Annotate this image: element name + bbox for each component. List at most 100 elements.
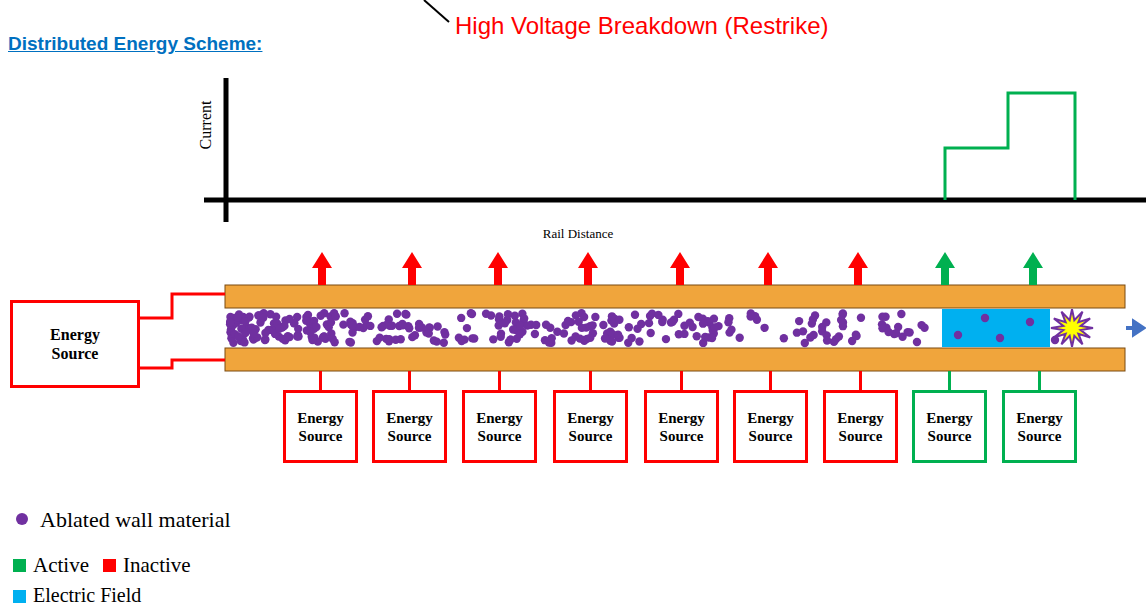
field-arrow <box>670 252 690 285</box>
material-dot <box>495 312 503 320</box>
material-dot <box>662 335 670 343</box>
material-dot <box>294 332 302 340</box>
material-dot <box>375 333 383 341</box>
material-dot <box>259 314 267 322</box>
material-dot <box>795 317 803 325</box>
material-dot <box>954 331 962 339</box>
material-dot <box>339 320 347 328</box>
material-dot <box>837 316 845 324</box>
field-arrow <box>848 252 868 285</box>
material-dot <box>580 313 588 321</box>
material-dot <box>599 321 607 329</box>
material-dot <box>897 310 905 318</box>
material-dot <box>402 310 410 318</box>
field-arrow <box>312 252 332 285</box>
material-dot <box>377 323 385 331</box>
material-dot <box>531 330 539 338</box>
legend-swatch <box>13 559 26 572</box>
material-dot <box>303 326 311 334</box>
energy-source-box: Energy Source <box>10 300 140 388</box>
box-label: Energy Source <box>469 409 531 445</box>
material-dot <box>233 313 241 321</box>
material-dot <box>708 334 716 342</box>
legend-text: Electric Field <box>33 584 141 606</box>
current-trace <box>945 93 1075 200</box>
material-dot <box>366 322 374 330</box>
field-arrow <box>578 252 598 285</box>
source-wire <box>948 371 951 390</box>
field-arrow <box>758 252 778 285</box>
material-dot <box>809 331 817 339</box>
material-dot <box>332 312 340 320</box>
source-wire <box>319 371 322 390</box>
electric-field <box>942 309 1050 347</box>
material-dot <box>308 336 316 344</box>
material-dot <box>440 339 448 347</box>
material-dot <box>523 321 531 329</box>
bottom-rail <box>225 348 1125 371</box>
field-arrow <box>1023 252 1043 285</box>
source-wire <box>589 371 592 390</box>
material-dot <box>506 335 514 343</box>
material-dot <box>808 319 816 327</box>
material-dot <box>635 337 643 345</box>
energy-source-box: Energy Source <box>462 390 537 463</box>
material-dot <box>302 317 310 325</box>
distance-axis <box>204 198 1146 203</box>
box-label: Energy Source <box>290 409 352 445</box>
material-dot <box>572 311 580 319</box>
material-dot <box>903 328 911 336</box>
material-dot <box>727 326 735 334</box>
material-dot <box>693 332 701 340</box>
legend-swatch <box>16 513 28 525</box>
restrike-label: High Voltage Breakdown (Restrike) <box>455 12 829 40</box>
material-dot <box>532 321 540 329</box>
material-dot <box>463 324 471 332</box>
material-dot <box>320 332 328 340</box>
box-label: Energy Source <box>651 409 713 445</box>
source-wire <box>408 371 411 390</box>
material-dot <box>680 330 688 338</box>
material-dot <box>457 337 465 345</box>
material-dot <box>279 335 287 343</box>
material-dot <box>364 312 372 320</box>
material-dot <box>625 323 633 331</box>
material-dot <box>646 329 654 337</box>
axis-label: Current <box>197 101 215 150</box>
energy-source-box: Energy Source <box>372 390 447 463</box>
breakdown-spark <box>1051 309 1093 347</box>
material-dot <box>571 332 579 340</box>
material-dot <box>497 332 505 340</box>
material-dot <box>724 318 732 326</box>
material-dot <box>823 336 831 344</box>
material-dot <box>668 318 676 326</box>
material-dot <box>411 331 419 339</box>
material-dot <box>261 329 269 337</box>
box-label: Energy Source <box>1009 409 1071 445</box>
ablated-material <box>226 309 1059 347</box>
material-dot <box>564 317 572 325</box>
diagram-title: Distributed Energy Scheme: <box>8 33 262 55</box>
energy-source-box: Energy Source <box>733 390 808 463</box>
material-dot <box>913 338 921 346</box>
material-dot <box>822 318 830 326</box>
illustration <box>140 0 1146 390</box>
source-wire <box>1038 371 1041 390</box>
material-dot <box>884 328 892 336</box>
material-dot <box>482 310 490 318</box>
material-dot <box>467 309 475 317</box>
material-dot <box>433 322 441 330</box>
field-arrow <box>488 252 508 285</box>
legend-text: Active <box>33 553 89 578</box>
material-dot <box>340 309 348 317</box>
legend-text: Ablated wall material <box>40 507 231 533</box>
energy-source-box: Energy Source <box>823 390 898 463</box>
material-dot <box>393 309 401 317</box>
material-dot <box>615 316 623 324</box>
material-dot <box>548 334 556 342</box>
material-dot <box>241 317 249 325</box>
material-dot <box>348 322 356 330</box>
material-dot <box>588 321 596 329</box>
material-dot <box>686 318 694 326</box>
energy-source-box: Energy Source <box>1002 390 1077 463</box>
